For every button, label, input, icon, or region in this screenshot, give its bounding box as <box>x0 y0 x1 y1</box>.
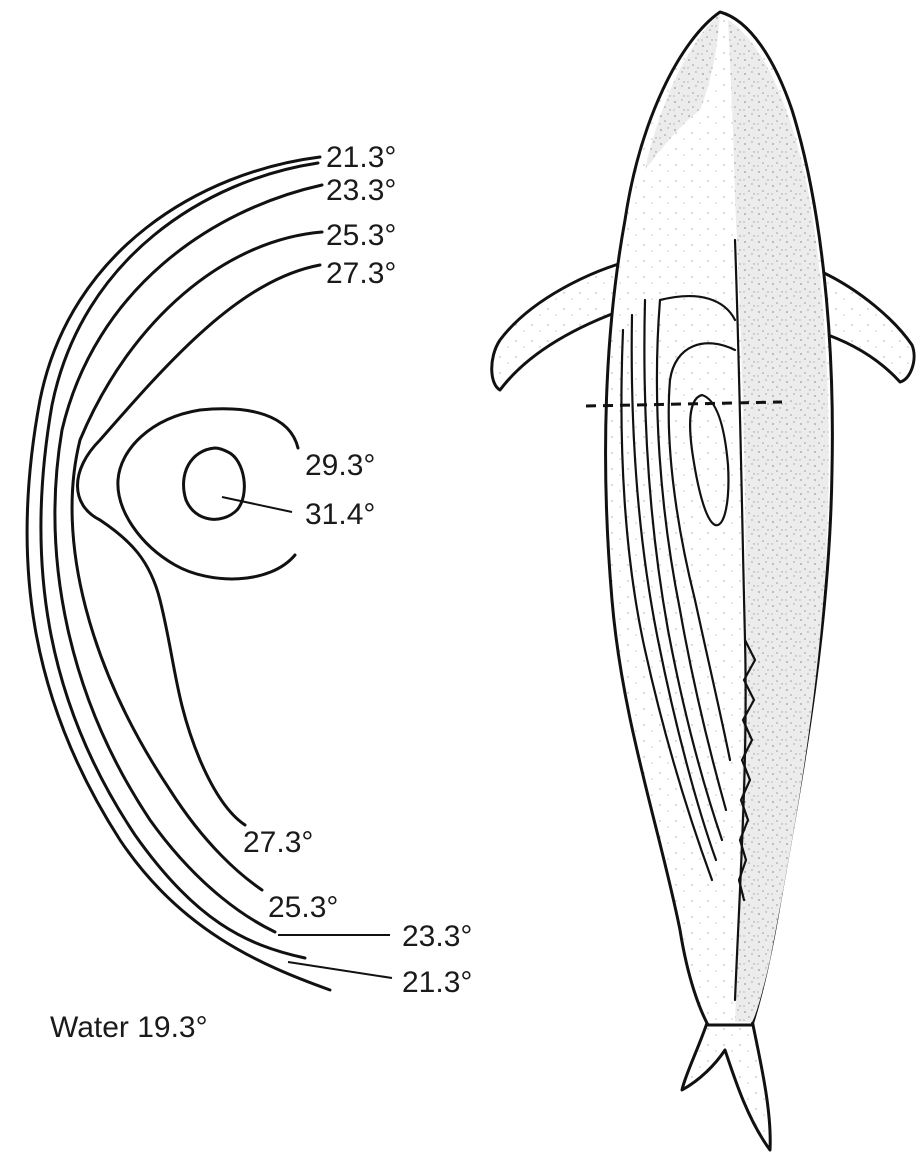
label-31-4: 31.4° <box>305 498 375 531</box>
isotherm-23-3-line <box>55 185 322 932</box>
leader-31-4 <box>222 497 292 512</box>
label-21-3-bottom: 21.3° <box>402 966 472 999</box>
label-21-3-top: 21.3° <box>326 141 396 174</box>
isotherm-31-4-line <box>184 448 245 519</box>
label-25-3-top: 25.3° <box>326 219 396 252</box>
label-27-3-top: 27.3° <box>326 257 396 290</box>
isotherm-29-3-line <box>118 409 298 579</box>
isotherm-21-3-line <box>27 157 330 990</box>
cross-section-diagram: 21.3° 23.3° 25.3° 27.3° 29.3° 31.4° 27.3… <box>27 141 472 1044</box>
label-23-3-top: 23.3° <box>326 174 396 207</box>
leader-21-3-bottom <box>288 962 392 978</box>
tail-fin <box>682 1020 770 1150</box>
isotherm-27-3-line <box>78 265 321 825</box>
right-pectoral-fin <box>822 272 914 382</box>
fish-illustration <box>492 12 914 1150</box>
label-water-temperature: Water 19.3° <box>50 1011 208 1044</box>
label-29-3: 29.3° <box>305 449 375 482</box>
label-27-3-bottom: 27.3° <box>243 826 313 859</box>
label-25-3-bottom: 25.3° <box>268 891 338 924</box>
label-23-3-bottom: 23.3° <box>402 920 472 953</box>
